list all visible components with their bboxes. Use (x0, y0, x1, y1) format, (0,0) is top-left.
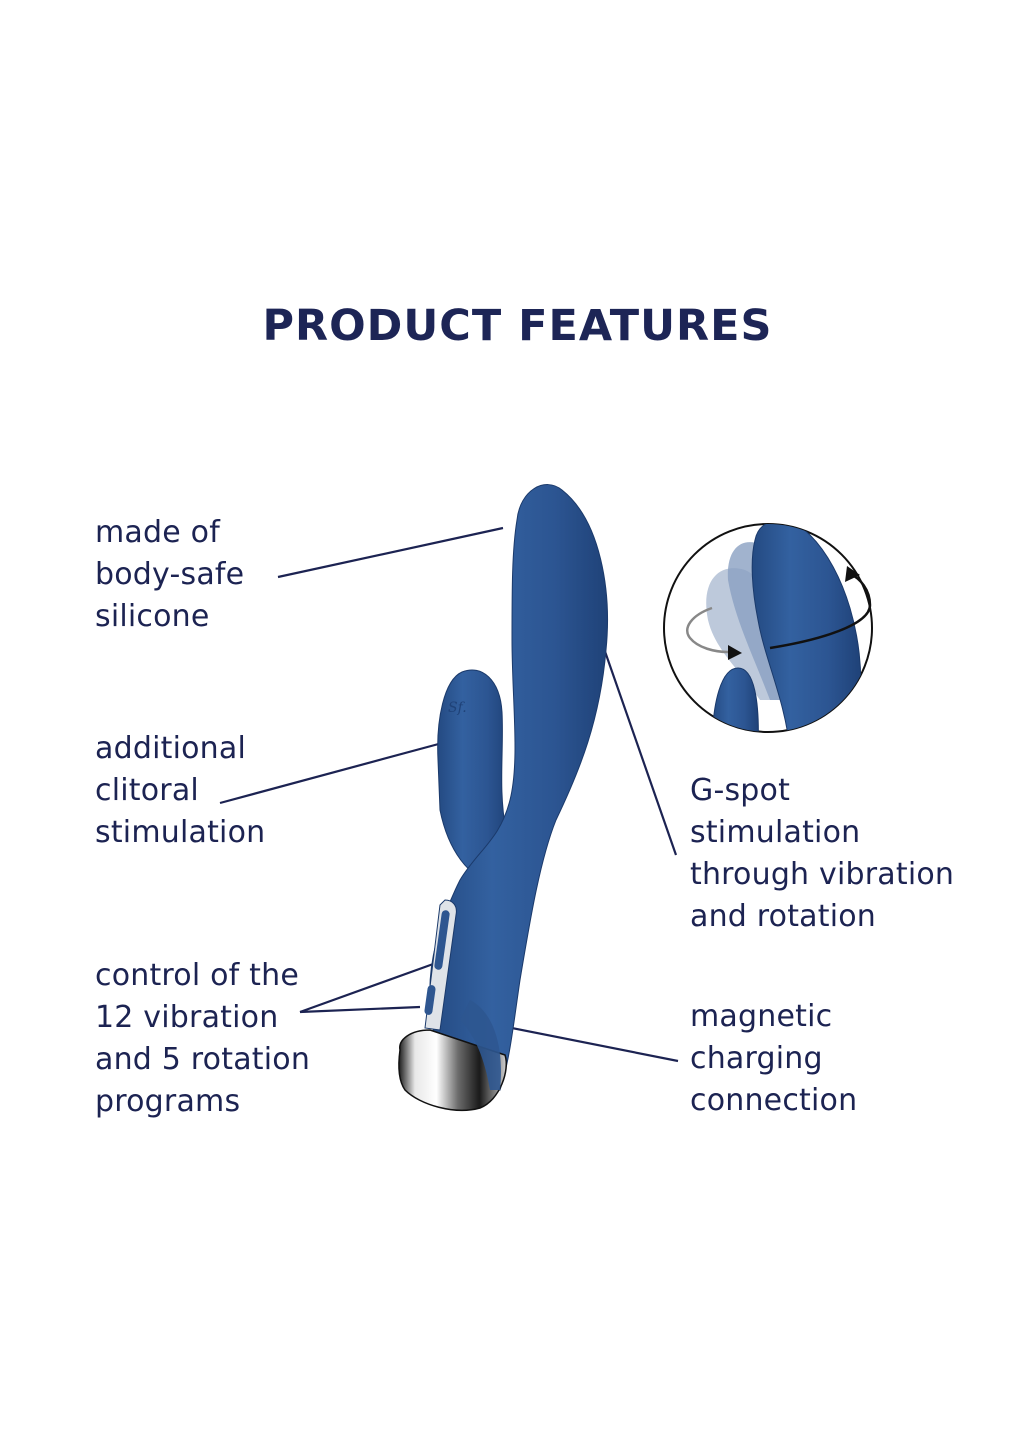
rotate-arrow-left-icon (686, 606, 729, 654)
callout-line-controls-2 (299, 1005, 421, 1014)
feature-line: programs (95, 1084, 241, 1119)
brand-logo: Sf. (448, 700, 467, 716)
feature-line: clitoral (95, 773, 199, 808)
callout-line-charging (506, 1025, 679, 1063)
feature-line: control of the (95, 958, 300, 993)
feature-line: G-spot (690, 773, 791, 808)
feature-line: 12 vibration (95, 1000, 279, 1035)
feature-line: additional (95, 731, 246, 766)
feature-line: charging (690, 1041, 823, 1076)
feature-silicone: made of body-safe silicone (95, 512, 244, 638)
feature-line: magnetic (690, 999, 833, 1034)
callout-line-controls-1 (299, 961, 437, 1014)
feature-magnetic-charging: magnetic charging connection (690, 996, 857, 1122)
feature-line: made of (95, 515, 220, 550)
product-body: Sf. (398, 484, 608, 1112)
callout-line-gspot (599, 639, 678, 856)
feature-line: body-safe (95, 557, 245, 592)
feature-gspot-stimulation: G-spot stimulation through vibration and… (690, 770, 954, 938)
callout-line-clitoral (219, 740, 447, 805)
page-title: PRODUCT FEATURES (262, 301, 773, 351)
feature-line: stimulation (690, 815, 861, 850)
callout-lines (219, 526, 679, 1063)
feature-line: silicone (95, 599, 210, 634)
feature-line: connection (690, 1083, 858, 1118)
feature-line: through vibration (690, 857, 955, 892)
callout-line-silicone (277, 526, 504, 579)
feature-line: stimulation (95, 815, 266, 850)
feature-clitoral-stimulation: additional clitoral stimulation (95, 728, 265, 854)
rotation-inset (663, 523, 873, 733)
feature-controls: control of the 12 vibration and 5 rotati… (95, 955, 310, 1123)
feature-line: and 5 rotation (95, 1042, 311, 1077)
rotate-arrow-right-icon (769, 572, 872, 650)
feature-line: and rotation (690, 899, 877, 934)
